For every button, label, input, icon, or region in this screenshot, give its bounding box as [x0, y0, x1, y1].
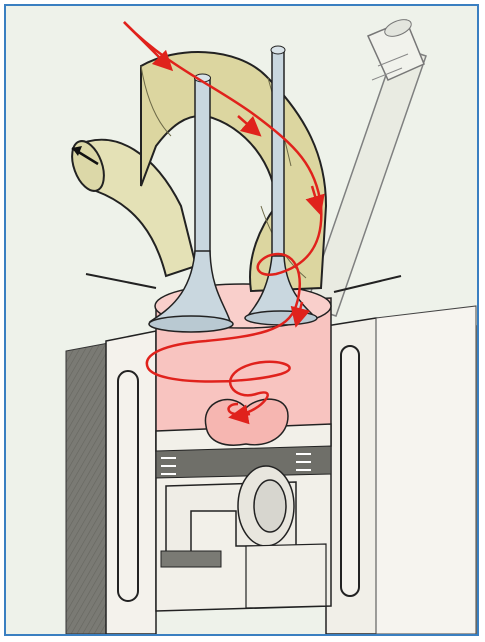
head-line-left	[86, 274, 156, 288]
figure-frame	[4, 4, 479, 636]
piston	[156, 399, 331, 611]
engine-cutaway-illustration	[6, 6, 477, 634]
injector-tube	[306, 16, 426, 316]
cylinder-block-right	[326, 306, 476, 634]
cylinder-block-left	[66, 331, 156, 634]
